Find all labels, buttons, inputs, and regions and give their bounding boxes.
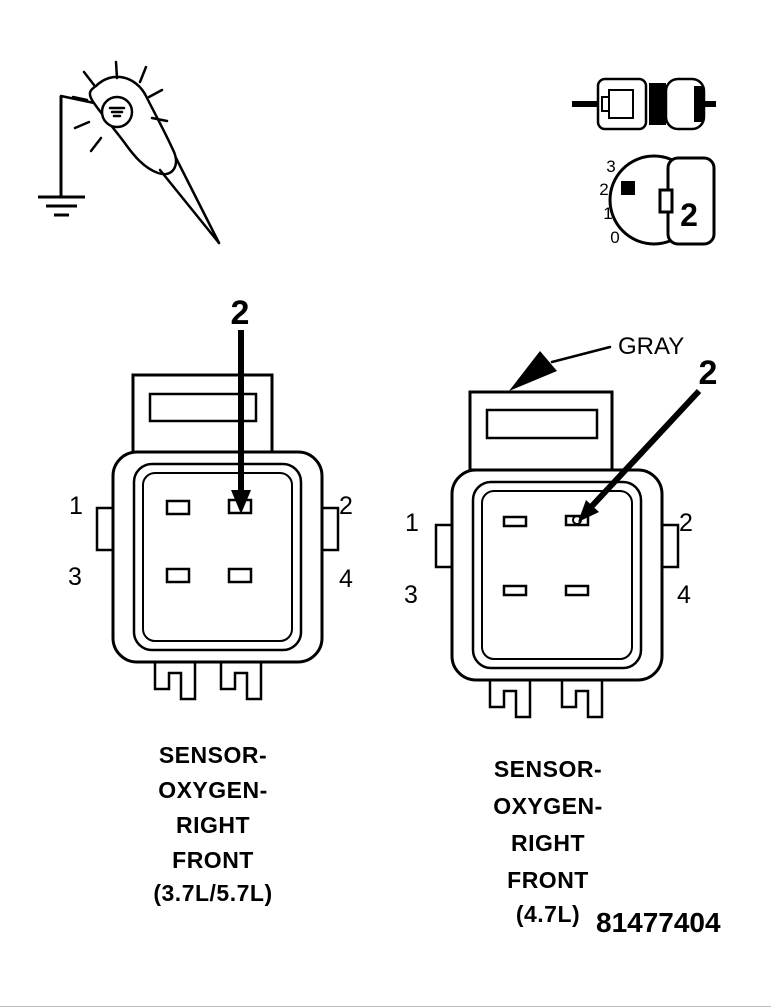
sparkle-line — [147, 88, 164, 99]
color-label: GRAY — [618, 333, 684, 360]
mount-foot — [488, 678, 532, 719]
part-number: 81477404 — [596, 907, 721, 938]
gray-leader-line — [550, 345, 612, 364]
connector-side-view-icon — [572, 77, 716, 131]
connector-inner-face — [142, 472, 293, 642]
sparkle-line — [114, 60, 119, 80]
connector-cavity-view-icon: 3 2 1 0 2 — [599, 154, 716, 247]
caption-line: OXYGEN- — [493, 793, 603, 819]
caption-line: RIGHT — [176, 812, 250, 838]
test-probe-icon — [38, 60, 221, 245]
caption-line: (3.7L/5.7L) — [153, 880, 272, 906]
sparkle-line — [71, 95, 89, 102]
pin-cavity-1 — [165, 499, 191, 516]
left-connector-diagram: 2 1 2 3 4 SENSOR- OXYGEN- RIGHT FRONT (3… — [68, 294, 353, 906]
connector-side-tab-left — [95, 506, 116, 552]
callout-arrow — [589, 388, 702, 509]
connector-inner-face — [481, 490, 633, 660]
probe-tip — [174, 156, 221, 245]
pin-label-2: 2 — [679, 509, 693, 537]
pin-label-3: 3 — [68, 563, 82, 591]
pin-label-4: 4 — [339, 565, 353, 593]
caption-line: RIGHT — [511, 830, 585, 856]
pin-label-4: 4 — [677, 581, 691, 609]
seal-band — [694, 86, 703, 122]
caption-line: FRONT — [172, 847, 254, 873]
cavity-number: 3 — [606, 157, 615, 176]
pin-cavity-3 — [502, 584, 528, 597]
pin-label-2: 2 — [339, 492, 353, 520]
pin-cavity-3 — [165, 567, 191, 584]
caption-line: FRONT — [507, 867, 589, 893]
connector-side-tab-right — [659, 523, 680, 569]
cavity-key-notch — [658, 188, 674, 214]
sparkle-line — [138, 65, 148, 84]
connector-top-tab-slot — [485, 408, 599, 440]
callout-label: 2 — [699, 354, 718, 392]
cavity-number: 0 — [610, 228, 619, 247]
caption-line: (4.7L) — [516, 901, 580, 927]
mount-foot — [219, 660, 263, 701]
callout-arrowhead — [578, 500, 599, 522]
probe-tip — [158, 168, 221, 245]
connector-inner-shell — [471, 480, 643, 670]
latch-detail — [601, 96, 610, 112]
callout-arrowhead — [231, 490, 251, 514]
cavity-number: 2 — [599, 180, 608, 199]
connector-inner-shell — [132, 462, 303, 652]
sparkle-line — [150, 116, 169, 123]
caption-line: OXYGEN- — [158, 777, 268, 803]
seal-band — [649, 83, 666, 125]
probe-body — [88, 75, 178, 176]
mount-foot — [153, 660, 197, 701]
pin-cavity-4 — [564, 584, 590, 597]
selected-cavity-marker — [621, 181, 635, 195]
cavity-number: 1 — [603, 204, 612, 223]
right-connector-diagram: GRAY 2 1 2 3 4 SENSOR- OXYGEN- RIGHT FRO… — [404, 333, 717, 927]
pin-label-1: 1 — [405, 509, 419, 537]
connector-side-tab-left — [434, 523, 455, 569]
pin-label-3: 3 — [404, 581, 418, 609]
connector-half-body — [596, 77, 648, 131]
gray-arrowhead — [509, 351, 557, 391]
caption-line: SENSOR- — [494, 756, 602, 782]
connector-side-tab-right — [319, 506, 340, 552]
pin-label-1: 1 — [69, 492, 83, 520]
callout-label: 2 — [231, 294, 250, 332]
caption-line: SENSOR- — [159, 742, 267, 768]
sparkle-line — [82, 70, 96, 87]
pin-cavity-4 — [227, 567, 253, 584]
pin-cavity-1 — [502, 515, 528, 528]
sparkle-line — [73, 120, 91, 130]
sparkle-line — [89, 136, 103, 153]
cavity-big-label: 2 — [680, 197, 698, 233]
mount-foot — [560, 678, 604, 719]
